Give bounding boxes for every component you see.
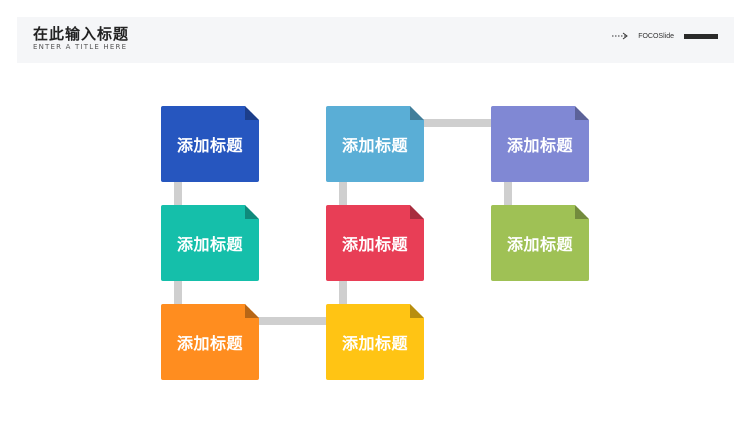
connector-row3-middle	[257, 317, 329, 325]
card-label: 添加标题	[341, 136, 408, 155]
card-1: 添加标题	[161, 106, 259, 182]
card-fold	[410, 205, 424, 219]
card-fold	[245, 304, 259, 318]
card-fold	[575, 205, 589, 219]
card-4: 添加标题	[161, 205, 259, 281]
brand-bar	[684, 33, 718, 39]
connector-col3	[504, 180, 512, 208]
card-fold	[575, 106, 589, 120]
card-fold	[410, 304, 424, 318]
brand-area: FOCOSlide	[612, 32, 718, 40]
card-3: 添加标题	[491, 106, 589, 182]
card-label: 添加标题	[506, 136, 573, 155]
card-label: 添加标题	[176, 136, 243, 155]
card-label: 添加标题	[341, 334, 408, 353]
card-fold	[245, 106, 259, 120]
card-label: 添加标题	[176, 334, 243, 353]
dotted-arrow-icon	[612, 32, 629, 40]
card-8: 添加标题	[326, 304, 424, 380]
connector-col2-lower	[339, 279, 347, 307]
connector-col1-upper	[174, 180, 182, 208]
card-fold	[245, 205, 259, 219]
header-bar: 在此输入标题 ENTER A TITLE HERE FOCOSlide	[17, 17, 734, 63]
page-title: 在此输入标题	[33, 25, 130, 43]
card-2: 添加标题	[326, 106, 424, 182]
card-label: 添加标题	[176, 235, 243, 254]
card-5: 添加标题	[326, 205, 424, 281]
connector-col1-lower	[174, 279, 182, 307]
connector-row1-right	[422, 119, 494, 127]
card-6: 添加标题	[491, 205, 589, 281]
card-fold	[410, 106, 424, 120]
card-label: 添加标题	[341, 235, 408, 254]
brand-name: FOCOSlide	[638, 32, 674, 40]
card-7: 添加标题	[161, 304, 259, 380]
connector-col2-upper	[339, 180, 347, 208]
card-label: 添加标题	[506, 235, 573, 254]
page-subtitle: ENTER A TITLE HERE	[33, 43, 128, 51]
